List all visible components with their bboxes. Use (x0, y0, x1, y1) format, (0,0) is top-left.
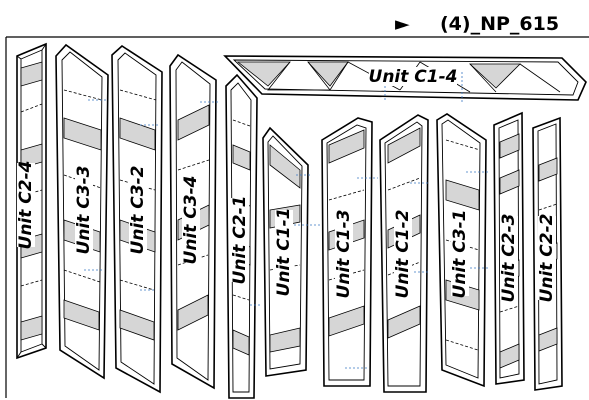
sheet-title: ► (4)_NP_615 (395, 13, 559, 35)
title-text: (4)_NP_615 (440, 13, 559, 35)
label-unit-c1-2: Unit C1-2 (393, 210, 413, 299)
label-unit-c3-1: Unit C3-1 (450, 210, 470, 299)
label-unit-c3-4: Unit C3-4 (181, 176, 201, 265)
label-unit-c1-3: Unit C1-3 (334, 210, 354, 299)
label-unit-c2-1: Unit C2-1 (230, 196, 250, 285)
label-unit-c2-3: Unit C2-3 (499, 214, 519, 303)
unit-labels: Unit C2-4 Unit C3-3 Unit C3-2 Unit C3-4 … (16, 67, 557, 302)
label-unit-c2-2: Unit C2-2 (537, 214, 557, 303)
label-unit-c1-1: Unit C1-1 (274, 208, 294, 297)
drawing-frame (5, 36, 395, 398)
label-unit-c3-3: Unit C3-3 (74, 166, 94, 255)
label-unit-c3-2: Unit C3-2 (128, 166, 148, 255)
label-unit-c1-4: Unit C1-4 (369, 67, 458, 87)
label-unit-c2-4: Unit C2-4 (16, 161, 36, 250)
title-marker: ► (395, 13, 410, 35)
